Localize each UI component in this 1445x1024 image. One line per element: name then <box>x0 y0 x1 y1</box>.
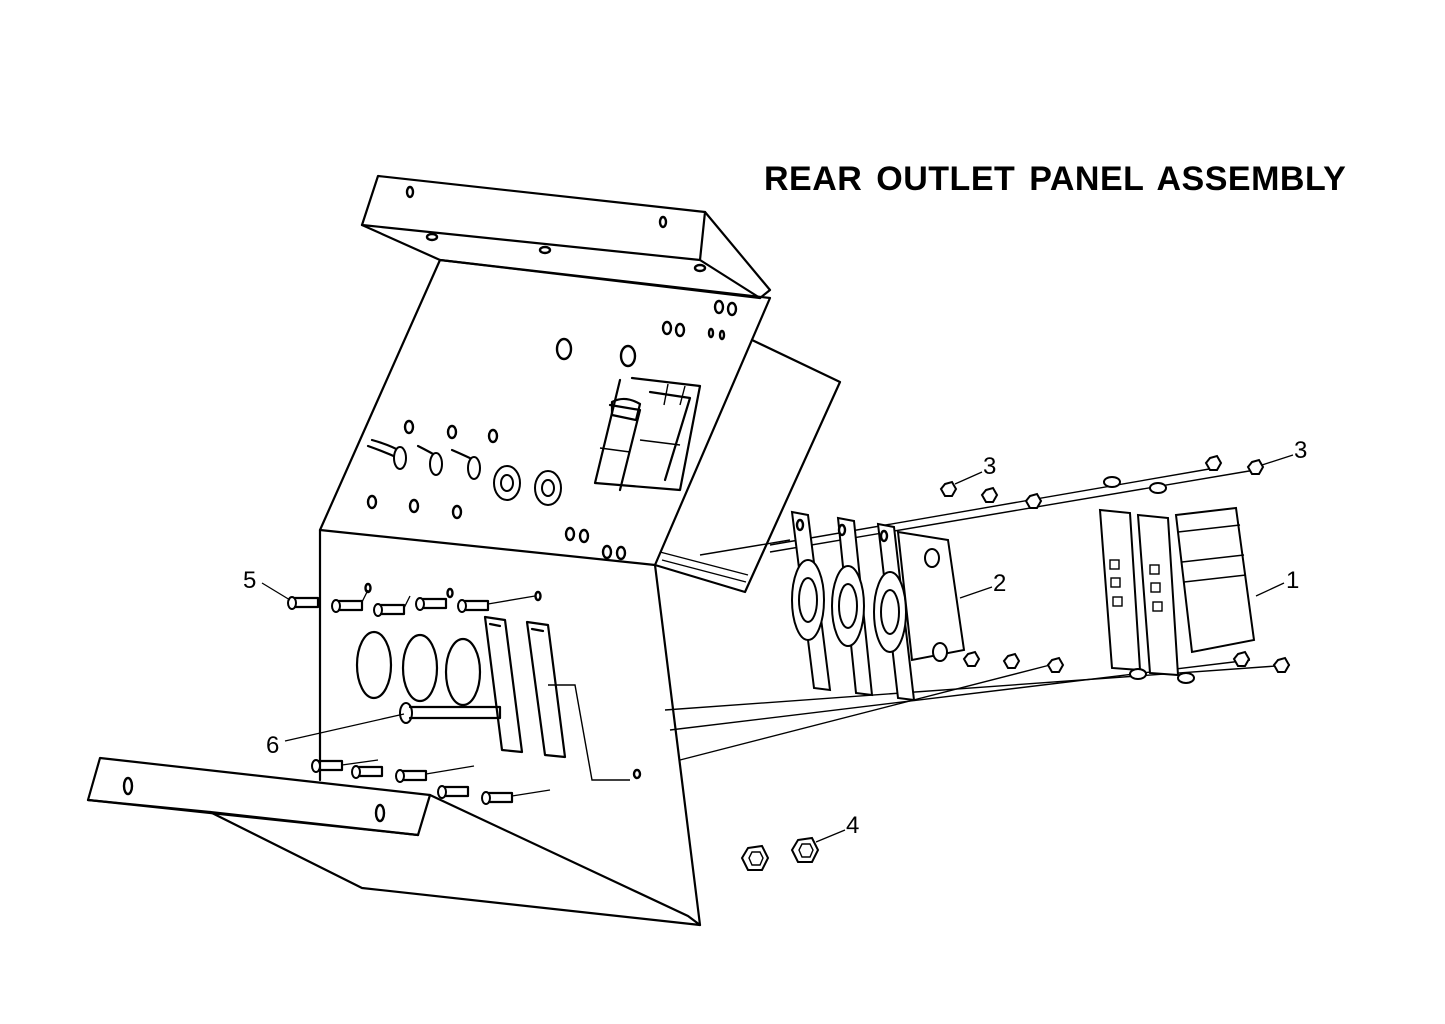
screw <box>311 759 344 773</box>
diagram-title: REAR OUTLET PANEL ASSEMBLY <box>764 160 1347 198</box>
screw <box>287 596 320 610</box>
screw <box>351 765 384 779</box>
callout-2: 2 <box>993 570 1006 597</box>
screw <box>481 791 514 805</box>
twist-lock-receptacle <box>873 522 916 702</box>
callout-leaders <box>261 454 1294 843</box>
long-bolt <box>399 702 502 724</box>
screw <box>437 785 470 799</box>
callout-3-right: 3 <box>1294 437 1307 464</box>
gfci-receptacle-set <box>1098 476 1256 684</box>
upper-panel-face <box>318 258 842 594</box>
circuit-breaker <box>593 376 702 492</box>
callout-4: 4 <box>846 812 859 839</box>
twist-lock-receptacle-set <box>790 510 966 702</box>
screw <box>457 599 490 613</box>
bottom-flange <box>86 756 702 927</box>
lower-panel-face <box>318 528 702 927</box>
callout-6: 6 <box>266 732 279 759</box>
twist-lock-receptacle <box>790 510 832 692</box>
screw-set <box>287 589 551 805</box>
toggle-switch-group <box>366 419 499 520</box>
callout-3-left: 3 <box>983 453 996 480</box>
top-flange <box>360 174 772 300</box>
screw <box>415 597 448 611</box>
screw <box>395 769 428 783</box>
callout-1: 1 <box>1286 567 1299 594</box>
callout-5: 5 <box>243 567 256 594</box>
nut-set <box>740 454 1291 871</box>
screw <box>331 599 364 613</box>
screw <box>373 603 406 617</box>
hex-nut-large <box>740 844 770 871</box>
twist-lock-receptacle <box>831 516 874 697</box>
hex-nut-large <box>790 836 820 863</box>
